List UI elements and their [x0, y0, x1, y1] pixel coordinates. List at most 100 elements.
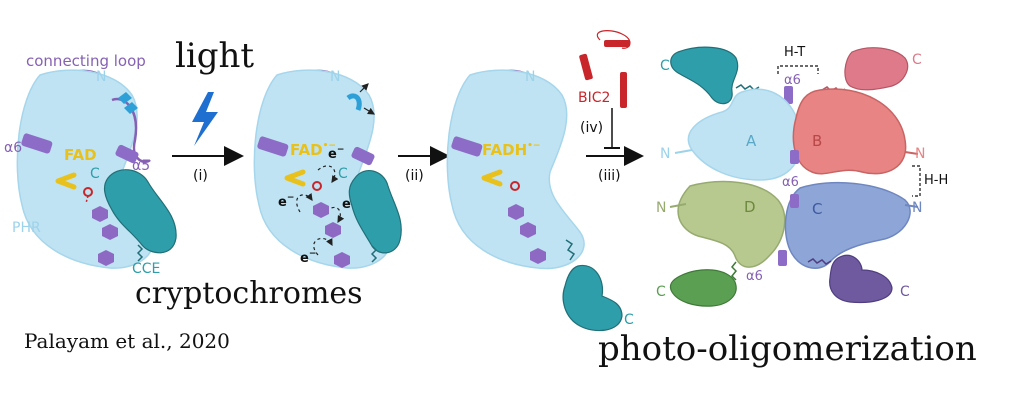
step-i-label: (i) [193, 168, 208, 184]
panel-activated: N FAD•− e− e− e− e− C [253, 69, 402, 269]
alpha5-helix-2 [351, 146, 375, 166]
c-term-teal: C [660, 58, 670, 74]
alpha6-label-bottom: α6 [746, 269, 763, 284]
electron-path-3 [321, 206, 345, 224]
linker-green [730, 261, 738, 281]
ht-bracket [777, 65, 819, 74]
subunit-a [687, 88, 802, 181]
subunit-b-label: B [812, 132, 822, 150]
bic2-helix-3 [620, 72, 627, 108]
cce-domain-released [562, 264, 623, 332]
oxygen-marker-2 [312, 181, 322, 191]
fad-label: FAD [64, 146, 97, 164]
fad-cofactor [55, 172, 77, 190]
alpha6-label-top: α6 [784, 73, 801, 88]
cce-domain [103, 169, 177, 254]
cce-pink-top [844, 47, 909, 91]
cce-linker [136, 244, 144, 262]
oxygen-tail [85, 195, 89, 204]
n-terminus-label: N [96, 69, 106, 85]
alpha5-label: α5 [132, 158, 150, 174]
trp-hexagon-2 [102, 224, 118, 240]
fad-cofactor-3 [481, 169, 503, 187]
panel-dark-state: connecting loop N α6 α5 FAD C PHR CCE [4, 52, 177, 277]
phr-label: PHR [12, 220, 41, 236]
n-terminus-label-3: N [525, 69, 535, 85]
bic2-loop [596, 30, 631, 49]
n-tail-a [674, 149, 693, 154]
lightning-bolt-icon [192, 92, 218, 146]
fad-radical-label: FAD•− [290, 141, 336, 159]
fad-cofactor-2 [284, 169, 306, 187]
photo-oligomerization-label: photo-oligomerization [598, 329, 977, 369]
phr-domain-3 [446, 69, 585, 270]
cce-label: CCE [132, 261, 160, 277]
subunit-a-label: A [746, 132, 757, 150]
n-tail-d [669, 203, 687, 208]
subunit-b [792, 88, 907, 175]
hh-bracket [912, 165, 921, 197]
linker-violet [807, 258, 832, 265]
n-tail-b [904, 151, 919, 155]
n-term-a: N [660, 146, 670, 162]
alpha6-helix-2 [257, 136, 289, 157]
bic2-helix-1 [579, 53, 593, 81]
trp-hexagon-3 [98, 250, 114, 266]
electron-label-1: e− [328, 145, 344, 162]
hh-label: H-H [924, 173, 948, 188]
bic2-helix-2 [604, 40, 630, 47]
bic2-label: BIC2 [578, 90, 610, 106]
bic2-inhibitor: BIC2 (iv) [578, 30, 631, 149]
subunit-d-label: D [744, 198, 756, 216]
movement-arrow-1 [359, 83, 369, 93]
fadh-radical-label: FADH•− [482, 141, 540, 159]
trp-hexagon-8 [520, 222, 536, 238]
alpha6-helix-3 [451, 136, 483, 157]
n-terminus-label-2: N [330, 69, 340, 85]
subunit-c-label: C [812, 200, 822, 218]
trp-hexagon-6 [334, 252, 350, 268]
alpha6-helix-bottom [778, 250, 787, 266]
electron-label-4: e− [300, 249, 316, 266]
alpha-helix-coil [118, 92, 138, 114]
c-terminus-label-2: C [338, 166, 348, 182]
c-terminus-label: C [90, 166, 100, 182]
alpha6-label: α6 [4, 140, 22, 156]
trp-hexagon-5 [325, 222, 341, 238]
citation-label: Palayam et al., 2020 [24, 329, 230, 353]
connecting-loop-label: connecting loop [26, 52, 146, 70]
trp-hexagon-7 [508, 204, 524, 220]
light-label: light [175, 36, 254, 76]
alpha5-helix [115, 144, 139, 164]
alpha6-helix [21, 133, 53, 154]
trp-hexagon-4 [313, 202, 329, 218]
oxygen-marker-3 [510, 181, 520, 191]
n-term-c: N [912, 200, 922, 216]
trp-hexagon-1 [92, 206, 108, 222]
subunit-c [784, 181, 911, 269]
movement-arrow-2 [363, 107, 376, 115]
electron-label-2: e− [278, 193, 294, 210]
panel-tetramer: C C H-T α6 A N B N H-H D N C N α6 [656, 45, 948, 307]
subunit-d [677, 180, 786, 268]
c-term-green: C [656, 284, 666, 300]
n-term-d: N [656, 200, 666, 216]
c-term-violet: C [900, 284, 910, 300]
cce-teal-top [670, 46, 739, 105]
ht-label: H-T [784, 45, 805, 60]
electron-path-4 [313, 237, 333, 256]
n-tail-c [904, 204, 919, 208]
cce-violet-bottom [829, 254, 893, 304]
panel-released: N FADH•− C [446, 69, 634, 332]
alpha-helix-shifted [346, 93, 362, 111]
alpha6-label-mid: α6 [782, 175, 799, 190]
n-term-b: N [915, 146, 925, 162]
trp-hexagon-9 [530, 248, 546, 264]
step-iv-label: (iv) [580, 120, 603, 136]
cce-linker-3 [565, 239, 576, 261]
c-term-pink: C [912, 52, 922, 68]
step-ii-label: (ii) [405, 168, 424, 184]
step-iii-label: (iii) [598, 168, 621, 184]
